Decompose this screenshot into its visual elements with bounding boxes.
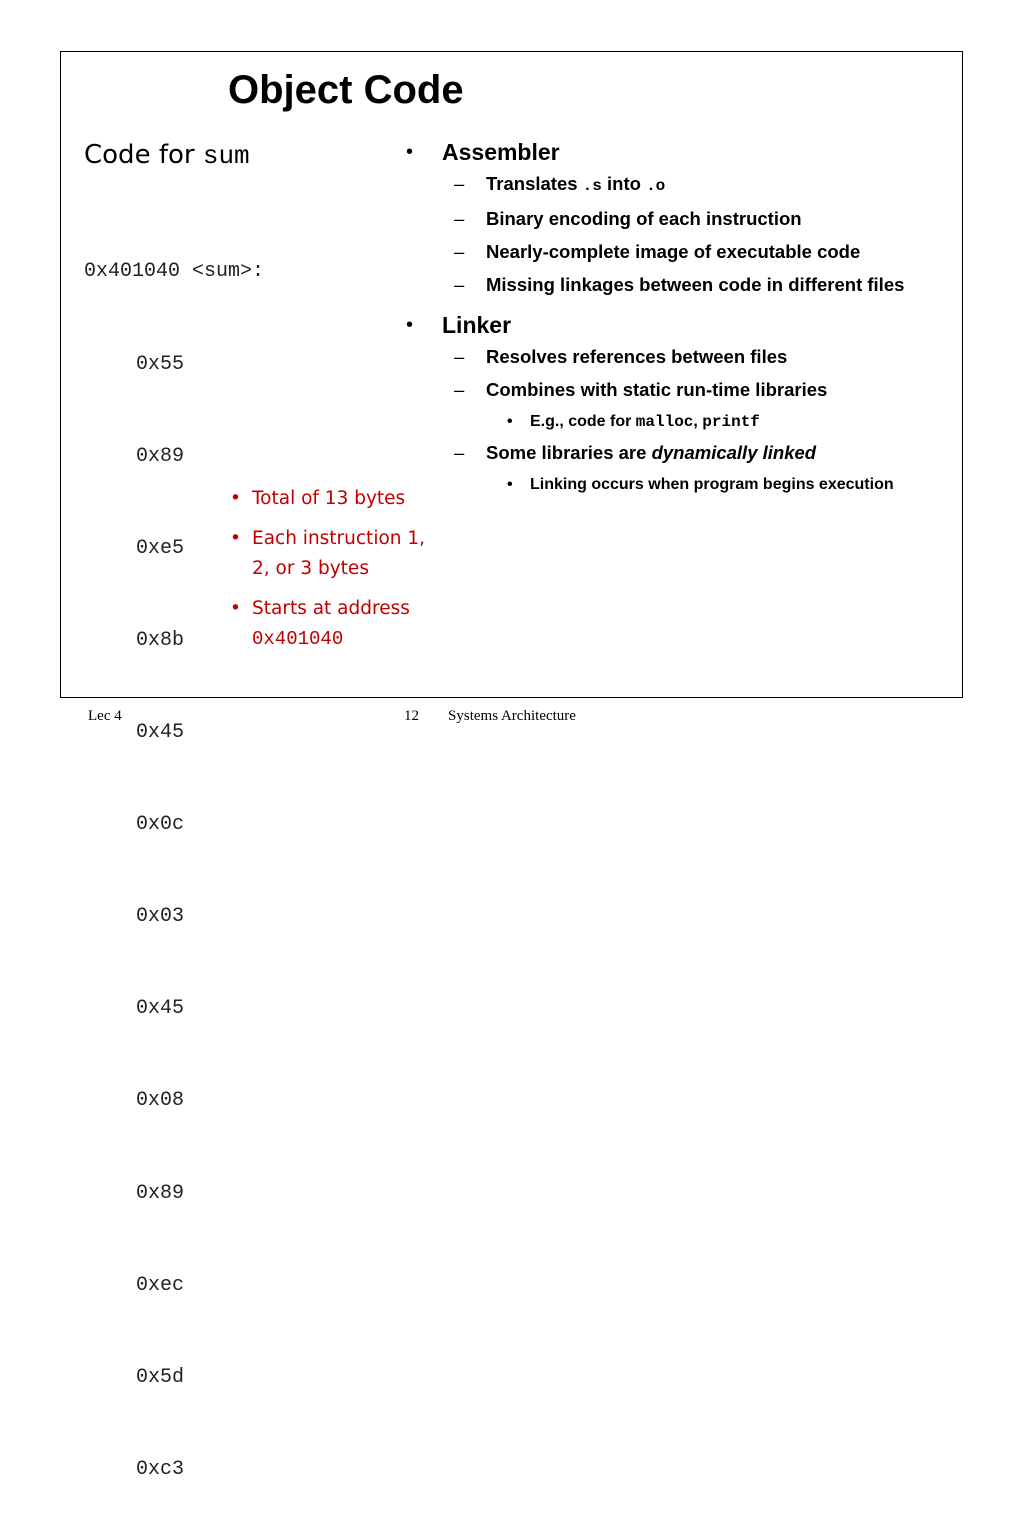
dash-icon: –	[454, 173, 465, 194]
listing-label: 0x401040 <sum>:	[84, 260, 265, 284]
bullet-linker: • Linker	[406, 312, 512, 338]
code-heading: Code for sum	[84, 138, 250, 173]
dash-icon: –	[454, 241, 465, 262]
dash-icon: –	[454, 274, 465, 295]
list-item: – Binary encoding of each instruction	[404, 206, 944, 232]
bullet-icon: •	[230, 598, 241, 619]
byte-line: 0x8b	[136, 628, 185, 652]
byte-line: 0x08	[136, 1089, 185, 1113]
list-item: – Resolves references between files	[404, 344, 944, 370]
list-item: – Combines with static run-time librarie…	[404, 377, 944, 403]
bullet-icon: •	[406, 141, 414, 163]
start-address: 0x401040	[252, 628, 344, 650]
byte-line: 0xc3	[136, 1457, 185, 1481]
slide-title: Object Code	[228, 68, 464, 112]
note-instruction-size: • Each instruction 1, 2, or 3 bytes	[230, 524, 430, 584]
byte-line: 0x89	[136, 1181, 185, 1205]
footer-page-number: 12	[404, 708, 419, 724]
byte-line: 0x89	[136, 444, 185, 468]
bullet-icon: •	[230, 528, 241, 549]
byte-line: 0x0c	[136, 813, 185, 837]
bullet-list: • Assembler – Translates .s into .o – Bi…	[404, 137, 944, 502]
byte-line: 0x55	[136, 352, 185, 376]
bullet-icon: •	[230, 488, 241, 509]
code-heading-prefix: Code for	[84, 140, 203, 170]
list-item: – Missing linkages between code in diffe…	[404, 272, 944, 298]
dash-icon: –	[454, 442, 465, 463]
footer-lecture: Lec 4	[88, 708, 122, 724]
dash-icon: –	[454, 379, 465, 400]
byte-line: 0xec	[136, 1273, 185, 1297]
list-item: – Translates .s into .o	[454, 173, 666, 195]
byte-line: 0x45	[136, 997, 185, 1021]
list-item: – Some libraries are dynamically linked	[404, 440, 944, 466]
byte-notes: • Total of 13 bytes • Each instruction 1…	[230, 484, 430, 664]
note-start-address: • Starts at address 0x401040	[230, 594, 430, 654]
note-total-bytes: • Total of 13 bytes	[230, 484, 430, 514]
byte-line: 0x5d	[136, 1365, 185, 1389]
code-heading-function: sum	[202, 141, 250, 171]
bullet-icon: •	[406, 314, 414, 336]
byte-line: 0xe5	[136, 536, 185, 560]
bullet-icon: •	[507, 476, 513, 493]
dash-icon: –	[454, 208, 465, 229]
bullet-icon: •	[507, 413, 513, 430]
byte-line: 0x03	[136, 905, 185, 929]
list-subitem: • Linking occurs when program begins exe…	[404, 473, 944, 496]
byte-listing: 0x401040 <sum>: 0x55 0x89 0xe5 0x8b 0x45…	[84, 196, 264, 1516]
bullet-assembler: • Assembler	[406, 139, 560, 165]
dash-icon: –	[454, 346, 465, 367]
list-subitem: • E.g., code for malloc, printf	[404, 410, 944, 434]
slide-frame	[60, 51, 963, 698]
byte-line: 0x45	[136, 720, 185, 744]
footer-course: Systems Architecture	[448, 708, 576, 724]
list-item: – Nearly-complete image of executable co…	[404, 239, 944, 265]
